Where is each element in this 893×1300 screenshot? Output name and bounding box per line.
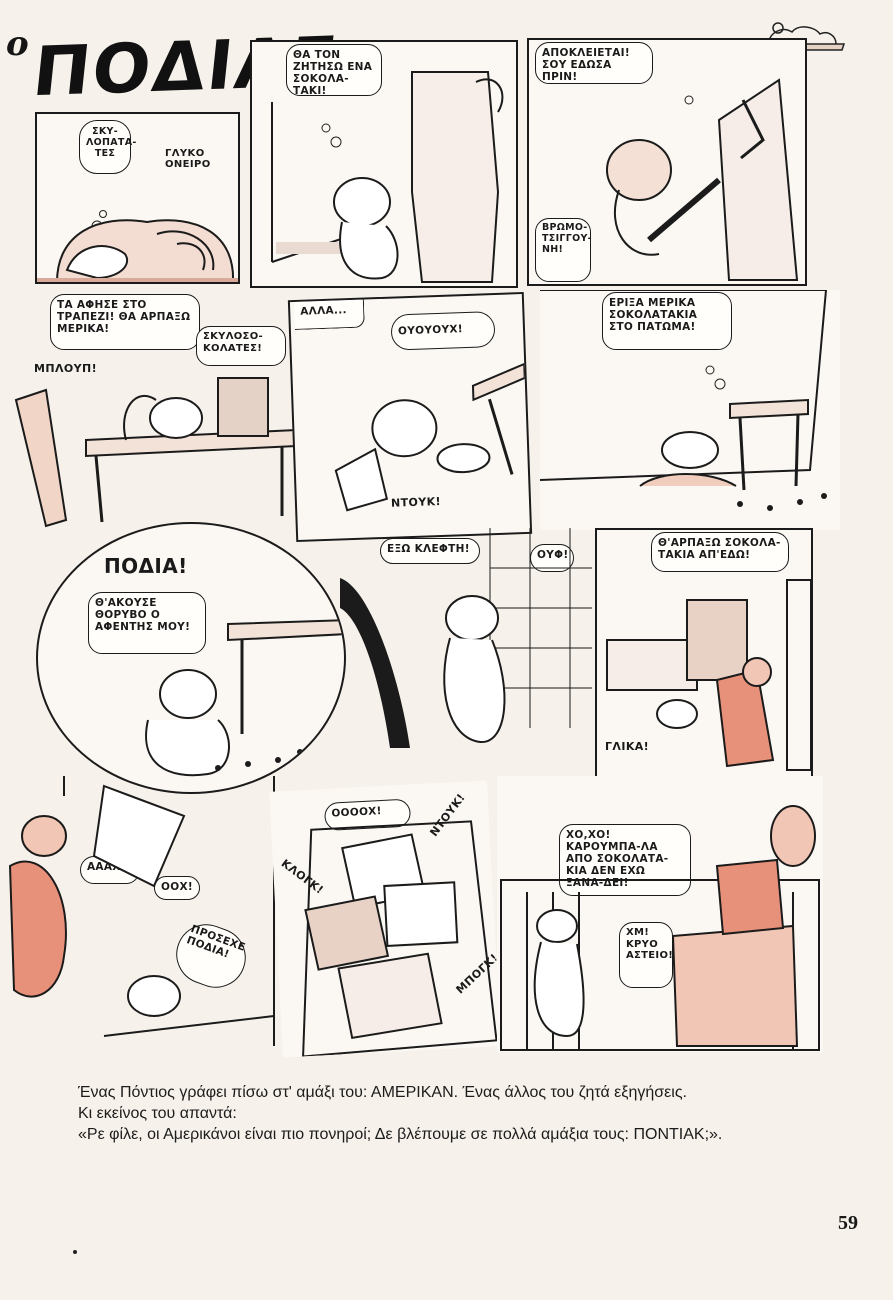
panel-8-bubble: ΕΞΩ ΚΛΕΦΤΗ! [380,538,480,564]
panel-9: Θ'ΑΡΠΑΞΩ ΣΟΚΟΛΑ-ΤΑΚΙΑ ΑΠ'ΕΔΩ! ΓΛΙΚΑ! [595,528,813,778]
panel-5: ΑΛΛΑ... ΟΥΟΥΟΥΧ! ΝΤΟΥΚ! [287,291,533,543]
falling-boxes-illustration [302,820,498,1058]
panel-1-thought: ΣΚΥ-ΛΟΠΑΤΑ-ΤΕΣ [79,120,136,174]
panel-3-bubble-2: ΒΡΩΜΟ-ΤΣΙΓΓΟΥ-ΝΗ! [535,218,592,282]
panel-3: ΑΠΟΚΛΕΙΕΤΑΙ! ΣΟΥ ΕΔΩΣΑ ΠΡΙΝ! ΒΡΩΜΟ-ΤΣΙΓΓ… [527,38,807,286]
panel-12: ΧΟ,ΧΟ! ΚΑΡΟΥΜΠΑ-ΛΑ ΑΠΟ ΣΟΚΟΛΑΤΑ-ΚΙΑ ΔΕΝ … [497,776,823,1052]
panel-4-bubble-2: ΣΚΥΛΟΣΟ-ΚΟΛΑΤΕΣ! [196,326,286,366]
dog-hit-illustration [606,78,799,281]
panel-12-bubble-2: ΧΜ! ΚΡΥΟ ΑΣΤΕΙΟ! [619,922,673,988]
panel-7-bubble: Θ'ΑΚΟΥΣΕ ΘΟΡΥΒΟ Ο ΑΦΕΝΤΗΣ ΜΟΥ! [88,592,206,654]
dog-on-floor-illustration [540,290,828,511]
dog-falls-illustration [334,362,526,512]
page-number: 59 [838,1212,858,1234]
joke-line-3: «Ρε φίλε, οι Αμερικάνοι είναι πιο πονηρο… [78,1126,723,1143]
panel-9-sfx: ΓΛΙΚΑ! [605,740,650,753]
stray-dot [73,1250,77,1254]
panel-9-bubble: Θ'ΑΡΠΑΞΩ ΣΟΚΟΛΑ-ΤΑΚΙΑ ΑΠ'ΕΔΩ! [651,532,789,572]
panel-2-bubble: ΘΑ ΤΟΝ ΖΗΤΗΣΩ ΕΝΑ ΣΟΚΟΛΑ-ΤΑΚΙ! [286,44,382,97]
panel-3-bubble: ΑΠΟΚΛΕΙΕΤΑΙ! ΣΟΥ ΕΔΩΣΑ ΠΡΙΝ! [535,42,653,84]
master-laughing-illustration [500,805,820,1051]
sleeping-dog-illustration [37,210,238,282]
panel-8-bubble-2: ΟΥΦ! [530,544,574,572]
panel-10: ΑΑΑΧ! ΟΟΧ! ΠΡΟΣΕΧΕ ΠΟΔΙΑ! [4,776,278,1046]
master-falling-illustration [8,776,275,1046]
panel-4-sfx: ΜΠΛΟΥΠ! [34,362,98,375]
panel-6-bubble: ΕΡΙΞΑ ΜΕΡΙΚΑ ΣΟΚΟΛΑΤΑΚΙΑ ΣΤΟ ΠΑΤΩΜΑ! [602,292,732,350]
panel-7-sfx: ΠΟΔΙΑ! [104,554,188,578]
panel-6: ΕΡΙΞΑ ΜΕΡΙΚΑ ΣΟΚΟΛΑΤΑΚΙΑ ΣΤΟ ΠΑΤΩΜΑ! [540,290,840,530]
dog-at-table-illustration [14,377,294,528]
panel-1: ΣΚΥ-ΛΟΠΑΤΑ-ΤΕΣ ΓΛΥΚΟ ΟΝΕΙΡΟ [35,112,240,284]
panel-10-bubble-2: ΟΟΧ! [154,876,200,900]
dog-listening-illustration [145,619,344,777]
panel-4-bubble: ΤΑ ΑΦΗΣΕ ΣΤΟ ΤΡΑΠΕΖΙ! ΘΑ ΑΡΠΑΞΩ ΜΕΡΙΚΑ! [50,294,200,350]
title-prefix: ο [6,24,29,64]
panel-11: ΟΟΟΟΧ! ΝΤΟΥΚ! ΚΛΟΓΚ! ΜΠΟΓΚ! [269,780,501,1058]
panel-1-caption: ΓΛΥΚΟ ΟΝΕΙΡΟ [165,148,211,170]
dog-climbing-illustration [606,579,811,771]
panel-7: ΠΟΔΙΑ! Θ'ΑΚΟΥΣΕ ΘΟΡΥΒΟ Ο ΑΦΕΝΤΗΣ ΜΟΥ! [36,522,346,794]
joke-text: Ένας Πόντιος γράφει πίσω στ' αμάξι του: … [70,1082,815,1145]
dog-begging-illustration [271,71,504,283]
panel-8: ΕΞΩ ΚΛΕΦΤΗ! ΟΥΦ! [340,528,592,760]
panel-12-bubble: ΧΟ,ΧΟ! ΚΑΡΟΥΜΠΑ-ΛΑ ΑΠΟ ΣΟΚΟΛΑΤΑ-ΚΙΑ ΔΕΝ … [559,824,691,896]
comic-title: ο ΠΟΔΙΑΣ [6,22,343,122]
joke-line-2: Κι εκείνος του απαντά: [78,1105,237,1122]
joke-line-1: Ένας Πόντιος γράφει πίσω στ' αμάξι του: … [78,1084,687,1101]
panel-2: ΘΑ ΤΟΝ ΖΗΤΗΣΩ ΕΝΑ ΣΟΚΟΛΑ-ΤΑΚΙ! [250,40,518,288]
panel-4: ΤΑ ΑΦΗΣΕ ΣΤΟ ΤΡΑΠΕΖΙ! ΘΑ ΑΡΠΑΞΩ ΜΕΡΙΚΑ! … [6,290,294,530]
dog-standing-illustration [340,528,592,748]
